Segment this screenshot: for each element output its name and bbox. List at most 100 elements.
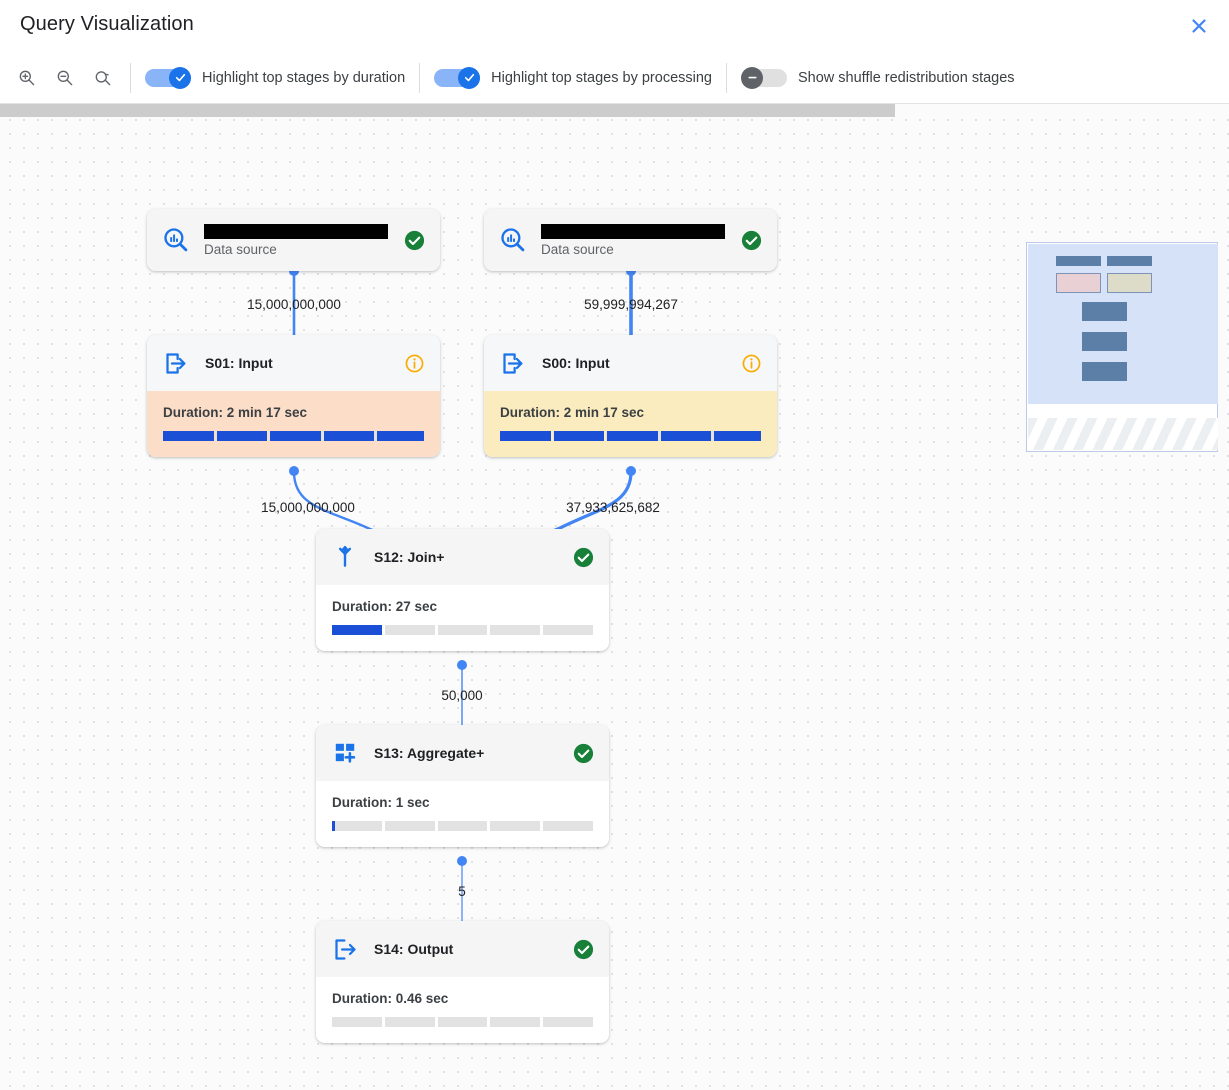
node-header: S01: Input bbox=[147, 335, 440, 391]
close-button[interactable] bbox=[1183, 10, 1215, 42]
status-badge bbox=[571, 545, 595, 569]
edge-label-rows: 5 bbox=[458, 884, 466, 899]
zoom-out-icon bbox=[57, 70, 72, 86]
duration-label: Duration: 27 sec bbox=[332, 599, 438, 614]
toggle-highlight-processing-label: Highlight top stages by processing bbox=[491, 69, 712, 86]
graph-canvas[interactable]: 15,000,000,000 59,999,994,267 15,000,000… bbox=[0, 104, 1229, 1090]
toggle-highlight-duration[interactable]: Highlight top stages by duration bbox=[145, 66, 406, 89]
edge-label-rows: 15,000,000,000 bbox=[261, 500, 355, 515]
node-body: Duration: 27 sec bbox=[316, 585, 609, 651]
check-circle-icon bbox=[573, 939, 593, 959]
minimap-node bbox=[1082, 302, 1127, 321]
node-stage-s12[interactable]: S12: Join+ Duration: 27 sec bbox=[316, 529, 609, 651]
horizontal-scrollbar-thumb[interactable] bbox=[0, 104, 895, 117]
switch-knob bbox=[458, 66, 481, 89]
zoom-reset-button[interactable] bbox=[88, 64, 116, 92]
node-header: S13: Aggregate+ bbox=[316, 725, 609, 781]
minimap-node bbox=[1056, 273, 1101, 293]
info-circle-icon bbox=[405, 354, 423, 372]
toolbar-divider bbox=[726, 62, 727, 93]
node-title: S12: Join+ bbox=[374, 549, 445, 565]
duration-progress-bar bbox=[332, 821, 593, 831]
toggle-show-shuffle[interactable]: Show shuffle redistribution stages bbox=[741, 66, 1015, 89]
node-title: S14: Output bbox=[374, 941, 454, 957]
progress-track bbox=[332, 1017, 593, 1027]
toggle-show-shuffle-switch[interactable] bbox=[741, 66, 787, 89]
progress-fill-clip bbox=[163, 431, 424, 441]
node-header: S00: Input bbox=[484, 335, 777, 391]
check-circle-icon bbox=[573, 743, 593, 763]
node-title: S13: Aggregate+ bbox=[374, 745, 485, 761]
zoom-in-icon bbox=[19, 70, 34, 86]
zoom-reset-icon bbox=[95, 71, 110, 86]
close-icon bbox=[1192, 19, 1206, 33]
toggle-highlight-processing-switch[interactable] bbox=[434, 66, 481, 89]
node-title: S00: Input bbox=[542, 355, 610, 371]
visualization-toolbar: Highlight top stages by duration Highlig… bbox=[0, 52, 1229, 104]
minimap-viewport[interactable] bbox=[1028, 244, 1218, 404]
node-header: S12: Join+ bbox=[316, 529, 609, 585]
edge-label-rows: 50,000 bbox=[441, 688, 483, 703]
graph-minimap[interactable] bbox=[1026, 242, 1218, 452]
toolbar-divider bbox=[130, 62, 131, 93]
check-circle-icon bbox=[741, 230, 761, 250]
input-arrow-icon bbox=[498, 348, 528, 378]
toggle-highlight-duration-switch[interactable] bbox=[145, 66, 191, 89]
toggle-highlight-processing[interactable]: Highlight top stages by processing bbox=[434, 66, 712, 89]
node-stage-s14[interactable]: S14: Output Duration: 0.46 sec bbox=[316, 921, 609, 1043]
progress-fill bbox=[332, 821, 336, 831]
redacted-table-name bbox=[541, 223, 725, 239]
duration-label: Duration: 2 min 17 sec bbox=[163, 405, 308, 420]
node-data-source-left[interactable]: Data source bbox=[147, 209, 440, 271]
node-body: Duration: 2 min 17 sec bbox=[484, 391, 777, 457]
node-stage-s01[interactable]: S01: Input Duration: 2 min 17 sec bbox=[147, 335, 440, 457]
node-header: Data source bbox=[484, 209, 777, 271]
output-arrow-icon bbox=[330, 934, 360, 964]
progress-fill-clip bbox=[332, 625, 384, 635]
node-title-block: Data source bbox=[541, 223, 739, 257]
node-stage-s13[interactable]: S13: Aggregate+ Duration: 1 sec bbox=[316, 725, 609, 847]
info-circle-icon bbox=[742, 354, 760, 372]
minimap-node bbox=[1082, 332, 1127, 351]
minimap-node bbox=[1107, 273, 1152, 293]
zoom-in-button[interactable] bbox=[12, 64, 40, 92]
node-subtitle: Data source bbox=[204, 241, 277, 257]
status-badge[interactable] bbox=[402, 351, 426, 375]
node-body: Duration: 0.46 sec bbox=[316, 977, 609, 1043]
edge-label-rows: 15,000,000,000 bbox=[247, 297, 341, 312]
status-badge bbox=[571, 937, 595, 961]
progress-fill-clip bbox=[332, 821, 336, 831]
node-body: Duration: 2 min 17 sec bbox=[147, 391, 440, 457]
duration-label: Duration: 2 min 17 sec bbox=[500, 405, 645, 420]
duration-label: Duration: 1 sec bbox=[332, 795, 430, 810]
toggle-highlight-duration-label: Highlight top stages by duration bbox=[202, 69, 406, 86]
bigquery-data-source-icon bbox=[498, 225, 528, 255]
node-data-source-right[interactable]: Data source bbox=[484, 209, 777, 271]
edge-label-rows: 37,933,625,682 bbox=[566, 500, 660, 515]
check-icon bbox=[464, 73, 474, 82]
node-title-block: Data source bbox=[204, 223, 402, 257]
check-icon bbox=[175, 73, 185, 82]
check-circle-icon bbox=[404, 230, 424, 250]
minus-icon bbox=[747, 76, 757, 79]
switch-knob bbox=[741, 66, 763, 89]
duration-progress-bar bbox=[332, 625, 593, 635]
node-header: S14: Output bbox=[316, 921, 609, 977]
page-title: Query Visualization bbox=[20, 13, 194, 35]
zoom-out-button[interactable] bbox=[50, 64, 78, 92]
duration-progress-bar bbox=[500, 431, 761, 441]
node-stage-s00[interactable]: S00: Input Duration: 2 min 17 sec bbox=[484, 335, 777, 457]
node-header: Data source bbox=[147, 209, 440, 271]
input-arrow-icon bbox=[161, 348, 191, 378]
horizontal-scrollbar-track[interactable] bbox=[0, 104, 1229, 117]
progress-fill bbox=[500, 431, 761, 441]
aggregate-plus-icon bbox=[330, 738, 360, 768]
dialog-header: Query Visualization bbox=[0, 0, 1229, 52]
switch-knob bbox=[169, 66, 191, 89]
status-badge[interactable] bbox=[739, 351, 763, 375]
duration-progress-bar bbox=[163, 431, 424, 441]
duration-progress-bar bbox=[332, 1017, 593, 1027]
zoom-controls bbox=[0, 64, 116, 92]
toolbar-divider bbox=[419, 62, 421, 93]
redacted-table-name bbox=[204, 223, 388, 239]
